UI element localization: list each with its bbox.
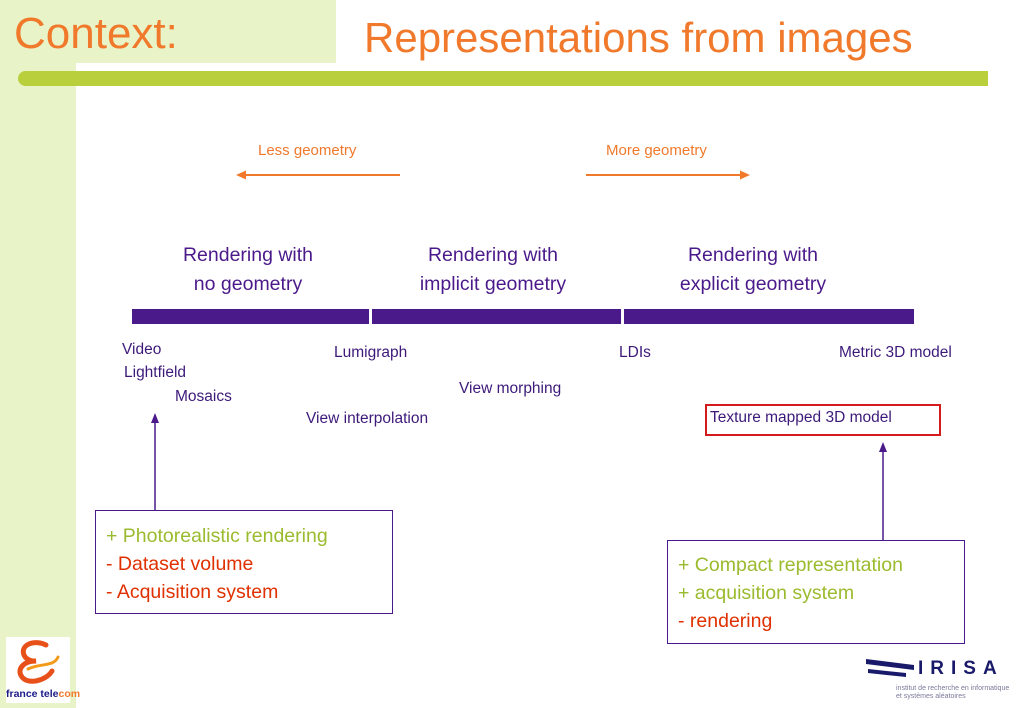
right-callout-arrow <box>879 442 887 540</box>
right-callout-line-3: - rendering <box>678 610 773 632</box>
irisa-logo-mark-icon <box>866 659 914 677</box>
technique-metric-3d-model: Metric 3D model <box>839 344 952 361</box>
france-telecom-wordmark-suffix: com <box>58 688 81 700</box>
france-telecom-logo <box>6 637 70 703</box>
left-callout-arrow <box>151 413 159 510</box>
left-callout-box: + Photorealistic rendering - Dataset vol… <box>95 510 393 614</box>
less-geometry-arrow <box>236 170 400 180</box>
axis-segment-no-geometry <box>132 309 369 324</box>
category-no-geometry-line1: Rendering with <box>182 244 314 266</box>
irisa-subtitle-line-2: et systèmes aléatoires <box>896 693 966 700</box>
less-geometry-label: Less geometry <box>258 142 357 159</box>
right-callout-line-2: + acquisition system <box>678 582 855 604</box>
left-callout-line-3: - Acquisition system <box>106 581 279 603</box>
axis-segment-implicit-geometry <box>372 309 621 324</box>
more-geometry-label: More geometry <box>606 142 707 159</box>
texture-mapped-highlight-box <box>705 404 941 436</box>
category-explicit-geometry-line2: explicit geometry <box>679 273 827 295</box>
left-callout-line-1: + Photorealistic rendering <box>106 525 328 547</box>
category-explicit-geometry: Rendering with explicit geometry <box>648 241 858 299</box>
france-telecom-wordmark: france telecom <box>6 688 80 700</box>
slide-title: Representations from images <box>364 14 913 61</box>
technique-view-morphing: View morphing <box>459 380 562 397</box>
category-no-geometry-line2: no geometry <box>193 273 303 295</box>
technique-ldis: LDIs <box>619 344 651 361</box>
technique-video: Video <box>122 341 162 358</box>
technique-texture-mapped-3d-model: Texture mapped 3D model <box>710 409 892 426</box>
left-callout-line-2: - Dataset volume <box>106 553 254 575</box>
right-callout-box: + Compact representation + acquisition s… <box>667 540 965 644</box>
technique-lumigraph: Lumigraph <box>334 344 408 361</box>
right-callout-line-1: + Compact representation <box>678 554 903 576</box>
irisa-subtitle-line-1: institut de recherche en informatique <box>896 685 1010 692</box>
technique-lightfield: Lightfield <box>124 364 187 381</box>
france-telecom-ampersand-icon <box>17 640 60 684</box>
category-implicit-geometry-line1: Rendering with <box>427 244 559 266</box>
technique-view-interpolation: View interpolation <box>306 410 429 427</box>
irisa-subtitle: institut de recherche en informatique et… <box>896 685 1009 701</box>
side-band <box>0 0 76 708</box>
header-rule <box>18 71 988 86</box>
irisa-wordmark: IRISA <box>918 658 1004 679</box>
category-implicit-geometry: Rendering with implicit geometry <box>388 241 598 299</box>
context-title: Context: <box>14 9 178 58</box>
more-geometry-arrow <box>586 170 750 180</box>
france-telecom-wordmark-main: france tele <box>6 688 59 700</box>
category-explicit-geometry-line1: Rendering with <box>687 244 819 266</box>
technique-mosaics: Mosaics <box>175 388 232 405</box>
axis-segment-explicit-geometry <box>624 309 914 324</box>
category-no-geometry: Rendering with no geometry <box>148 241 348 299</box>
category-implicit-geometry-line2: implicit geometry <box>419 273 567 295</box>
header-box <box>0 0 336 63</box>
